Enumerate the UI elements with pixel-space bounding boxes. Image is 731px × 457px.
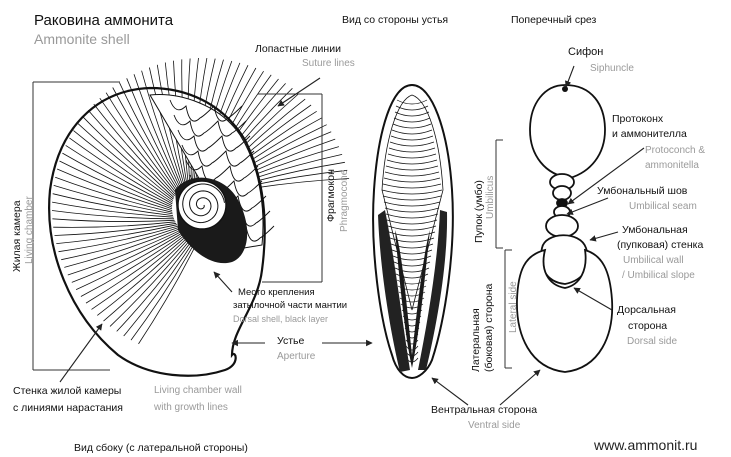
chamber-wall-label-en2: with growth lines: [154, 403, 228, 413]
ventral-side-label-en: Ventral side: [468, 421, 520, 431]
phragmocone-label-en: Phragmocone: [340, 170, 350, 232]
website-link[interactable]: www.ammonit.ru: [594, 438, 697, 452]
aperture-view-caption: Вид со стороны устья: [342, 15, 448, 26]
aperture-label-en: Aperture: [277, 352, 315, 362]
lateral-shell: [49, 58, 349, 376]
living-chamber-label-ru: Жилая камера: [12, 200, 23, 272]
umbilical-wall-label-en2: / Umbilical slope: [622, 271, 695, 281]
umbilical-wall-label-en1: Umbilical wall: [623, 256, 684, 266]
protoconch-label-en2: ammonitella: [645, 161, 699, 171]
umbilical-wall-label-ru2: (пупковая) стенка: [617, 240, 703, 251]
siphon-label-ru: Сифон: [568, 47, 603, 58]
chamber-wall-label-en1: Living chamber wall: [154, 386, 242, 396]
dorsal-side-label-ru2: сторона: [628, 321, 667, 332]
dorsal-shell-label-ru2: затылочной части мантии: [233, 301, 347, 311]
lateral-side-label-en: Lateral side: [509, 281, 519, 333]
umbilical-wall-label-ru1: Умбональная: [622, 225, 688, 236]
lateral-side-label-ru1: Латеральная: [471, 308, 482, 372]
dorsal-shell-label-ru1: Место крепления: [238, 288, 315, 298]
aperture-label-ru: Устье: [277, 336, 304, 347]
ventral-side-label-ru: Вентральная сторона: [431, 405, 537, 416]
lateral-view-caption: Вид сбоку (с латеральной стороны): [74, 443, 248, 454]
aperture-view-shell: [373, 85, 453, 378]
umbilical-seam-label-en: Umbilical seam: [629, 202, 697, 212]
protoconch-label-ru2: и аммонителла: [612, 129, 687, 140]
title-en: Ammonite shell: [34, 32, 130, 46]
siphon-label-en: Siphuncle: [590, 64, 634, 74]
dorsal-side-label-ru1: Дорсальная: [617, 305, 676, 316]
phragmocone-label-ru: Фрагмокон: [326, 169, 337, 222]
lateral-side-label-ru2: (боковая) сторона: [484, 284, 495, 372]
protoconch-label-en1: Protoconch &: [645, 146, 705, 156]
suture-label-ru: Лопастные линии: [255, 44, 341, 55]
umbilical-seam-label-ru: Умбональный шов: [597, 186, 687, 197]
suture-label-en: Suture lines: [302, 59, 355, 69]
chamber-wall-label-ru1: Стенка жилой камеры: [13, 386, 121, 397]
title-ru: Раковина аммонита: [34, 13, 173, 28]
living-chamber-label-en: Living chamber: [25, 196, 35, 264]
protoconch-label-ru1: Протоконх: [612, 114, 663, 125]
chamber-wall-label-ru2: с линиями нарастания: [13, 403, 123, 414]
umbilicus-label-en: Umbilicus: [486, 176, 496, 219]
cross-section: [517, 85, 612, 372]
cross-section-caption: Поперечный срез: [511, 15, 596, 26]
dorsal-shell-label-en: Dorsal shell, black layer: [233, 315, 328, 324]
umbilicus-label-ru: Пупок (умбо): [474, 180, 485, 243]
aperture-brackets: [496, 140, 512, 368]
dorsal-side-label-en: Dorsal side: [627, 337, 677, 347]
